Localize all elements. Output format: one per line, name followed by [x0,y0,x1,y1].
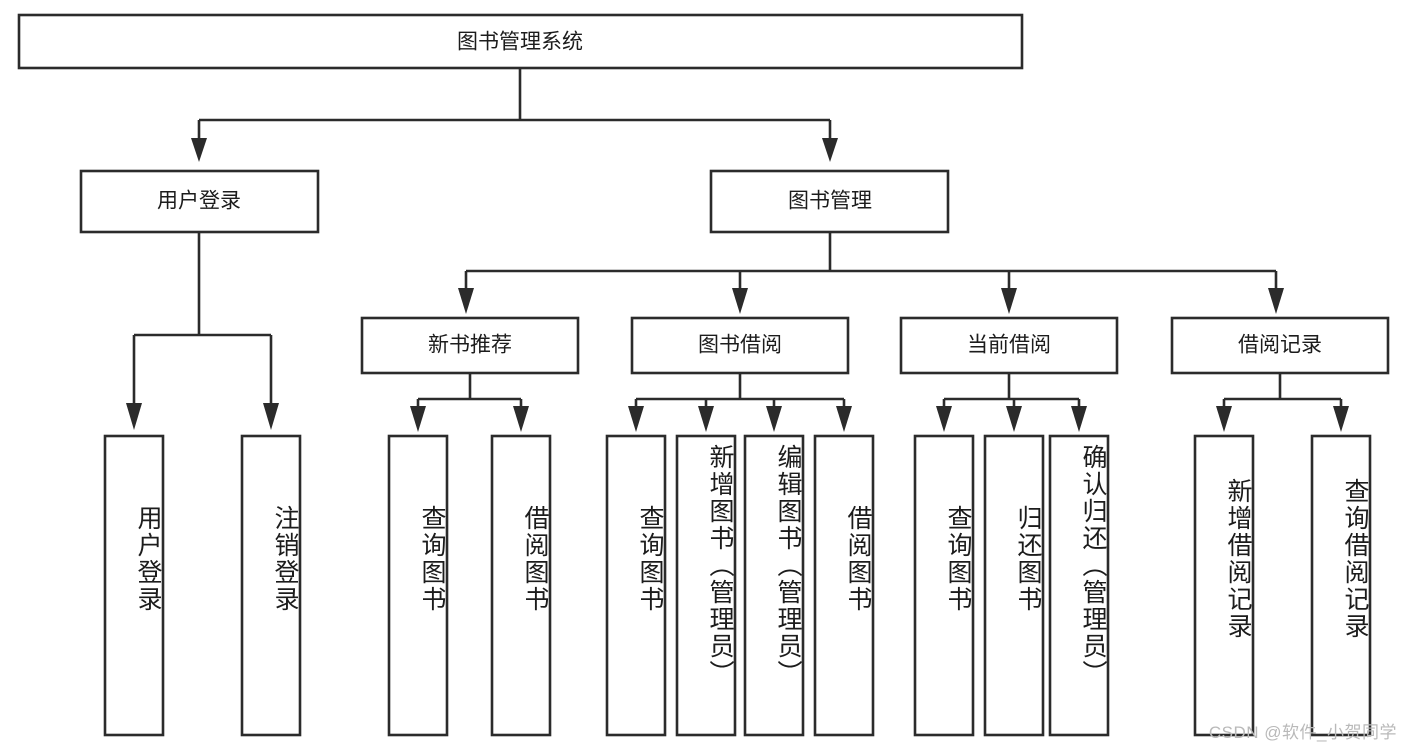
arrow-borrow-to-leaf3 [766,406,782,432]
node-user-login-label: 用户登录 [157,190,241,213]
leaf-box-user-login-1[interactable] [103,434,165,737]
leaf-box-user-login-2[interactable] [240,434,302,737]
arrow-bookmanage-to-record [1268,288,1284,314]
node-borrow-record-box[interactable] [1170,316,1390,375]
csdn-watermark: CSDN @软件_小贺同学 [1208,723,1397,742]
node-user-login-box[interactable] [79,169,320,234]
arrow-current-to-leaf1 [936,406,952,432]
arrow-borrow-to-leaf4 [836,406,852,432]
node-book-borrow-label: 图书借阅 [698,334,782,357]
nodes-group: 图书管理系统 用户登录 图书管理 新书推荐 图书借阅 当前借阅 借阅记录 [17,13,1390,737]
arrow-bookmanage-to-current [1001,288,1017,314]
node-new-book-recommend-label: 新书推荐 [428,334,512,357]
leaf-box-borrow-record-1[interactable] [1193,434,1255,737]
node-current-borrow-box[interactable] [899,316,1119,375]
node-book-manage-box[interactable] [709,169,950,234]
leaf-box-book-borrow-1[interactable] [605,434,667,737]
arrow-record-to-leaf1 [1216,406,1232,432]
node-book-manage-label: 图书管理 [788,190,872,213]
leaf-box-new-book-1[interactable] [387,434,449,737]
arrow-bookmanage-to-new-book [458,288,474,314]
arrow-newbook-to-leaf1 [410,406,426,432]
arrow-borrow-to-leaf1 [628,406,644,432]
node-current-borrow-label: 当前借阅 [967,334,1051,357]
leaf-box-current-borrow-2[interactable] [983,434,1045,737]
leaf-box-new-book-2[interactable] [490,434,552,737]
node-new-book-recommend-box[interactable] [360,316,580,375]
leaf-box-book-borrow-3[interactable] [743,434,805,737]
node-book-borrow-box[interactable] [630,316,850,375]
connectors-group [126,68,1349,432]
arrow-root-to-user-login [191,138,207,162]
arrow-record-to-leaf2 [1333,406,1349,432]
leaf-box-current-borrow-3[interactable] [1048,434,1110,737]
leaf-box-current-borrow-1[interactable] [913,434,975,737]
arrow-userlogin-to-leaf2 [263,403,279,430]
leaf-box-book-borrow-2[interactable] [675,434,737,737]
leaf-box-book-borrow-4[interactable] [813,434,875,737]
arrow-borrow-to-leaf2 [698,406,714,432]
arrow-newbook-to-leaf2 [513,406,529,432]
arrow-bookmanage-to-borrow [732,288,748,314]
arrow-current-to-leaf3 [1071,406,1087,432]
arrow-root-to-book-manage [822,138,838,162]
node-root-label: 图书管理系统 [457,31,583,54]
leaf-box-borrow-record-2[interactable] [1310,434,1372,737]
arrow-userlogin-to-leaf1 [126,403,142,430]
arrow-current-to-leaf2 [1006,406,1022,432]
node-borrow-record-label: 借阅记录 [1238,334,1322,357]
node-root-box[interactable] [17,13,1024,70]
